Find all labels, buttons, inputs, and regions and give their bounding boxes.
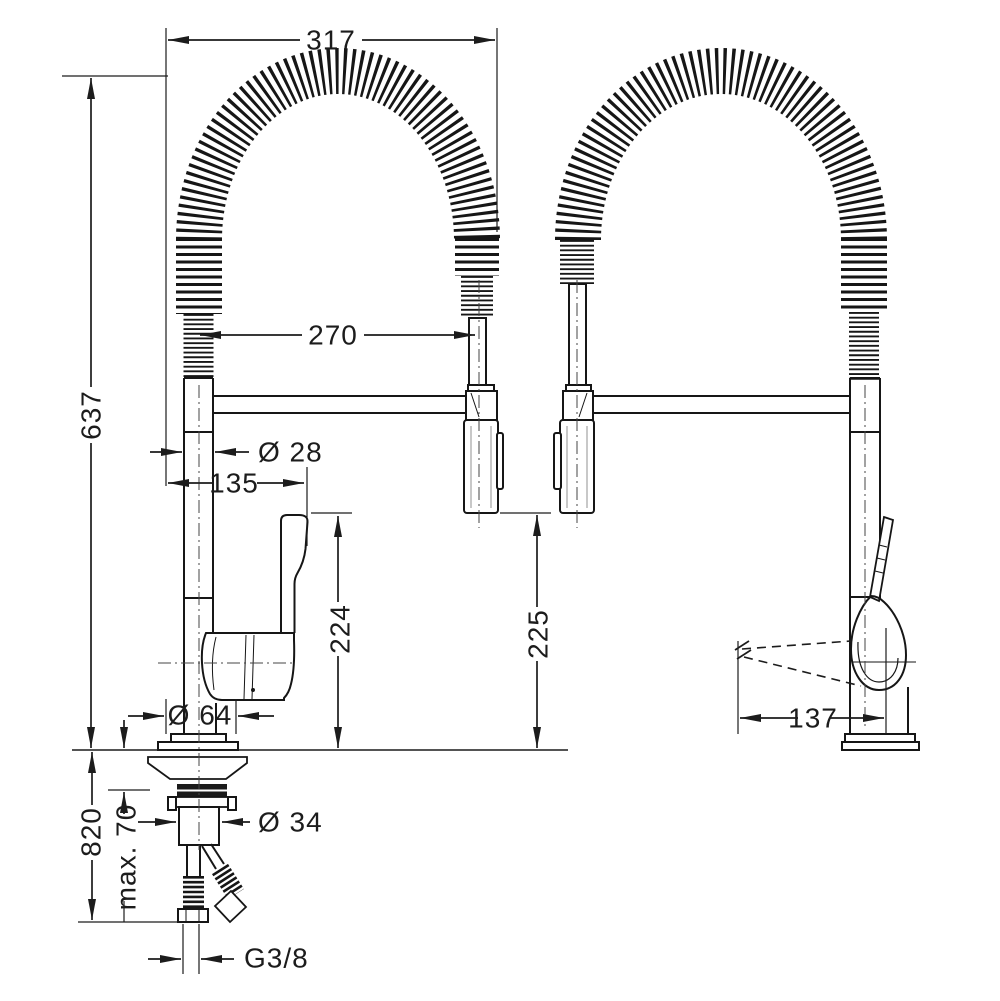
dimension-annotations: 317 637 270 Ø 28 135 224 225 Ø xyxy=(62,25,887,974)
hose-1-fitting xyxy=(177,908,209,923)
mounting-nut-tab-right xyxy=(227,796,237,811)
side-pedestal-lower xyxy=(841,741,920,751)
hose-2-fitting xyxy=(213,889,248,924)
hose-2-braid xyxy=(211,863,245,900)
cartridge-seam-left xyxy=(243,634,247,700)
dim-label-spray-reach: 270 xyxy=(308,320,358,351)
side-pedestal-upper xyxy=(844,733,916,743)
side-spray-head-mode-button xyxy=(553,432,562,490)
dim-label-shank-diameter: Ø 34 xyxy=(258,807,323,838)
dim-label-overall-width: 317 xyxy=(306,25,356,56)
side-spring-coil-arch-underlay xyxy=(555,48,887,241)
spring-coil-arch xyxy=(176,48,500,241)
side-spray-holder xyxy=(562,390,594,421)
centerlines xyxy=(198,280,866,850)
dim-label-hose-drop: 820 xyxy=(76,807,107,857)
handle-swing-dashed-upper xyxy=(741,640,852,650)
body-shading-curve xyxy=(211,636,217,691)
side-handle-tick-3 xyxy=(874,570,884,574)
spray-head-mode-button xyxy=(496,432,504,490)
dim-label-counter-thickness: max. 70 xyxy=(111,804,142,911)
faucet-front-view xyxy=(147,48,504,924)
side-handle-tick-1 xyxy=(878,544,888,548)
side-handle-teardrop xyxy=(849,594,908,692)
mounting-nut xyxy=(172,796,232,808)
dim-label-handle-reach-side: 137 xyxy=(788,703,838,734)
base-flange-lower xyxy=(157,741,239,751)
mounting-washer-plate xyxy=(147,756,248,780)
swing-break-tick-1 xyxy=(734,640,750,651)
swing-break-tick-2 xyxy=(736,649,752,660)
dim-label-connection: G3/8 xyxy=(244,943,309,974)
dim-label-base-diameter: Ø 64 xyxy=(168,700,233,731)
dim-label-spray-clearance: 225 xyxy=(523,609,554,659)
handle-swing-dashed-lower xyxy=(743,656,862,687)
dim-label-height: 637 xyxy=(76,390,107,440)
dim-label-handle-top-height: 224 xyxy=(325,604,356,654)
spray-holder-clip-lever xyxy=(470,392,480,418)
spray-head xyxy=(463,419,499,514)
mounting-nut-tab-left xyxy=(167,796,177,811)
spray-hose xyxy=(468,317,487,393)
dim-label-column-diameter: Ø 28 xyxy=(258,437,323,468)
mixer-body xyxy=(200,632,296,701)
side-spray-holder-clip-lever xyxy=(578,392,588,418)
body-detail-dot xyxy=(251,688,255,692)
supply-hose-2-left xyxy=(201,845,217,870)
side-handle-tick-2 xyxy=(876,557,886,561)
spray-holder xyxy=(465,390,498,421)
dim-label-handle-reach-front: 135 xyxy=(209,468,259,499)
faucet-side-view xyxy=(553,48,920,751)
supply-hose-2-right xyxy=(210,843,225,865)
